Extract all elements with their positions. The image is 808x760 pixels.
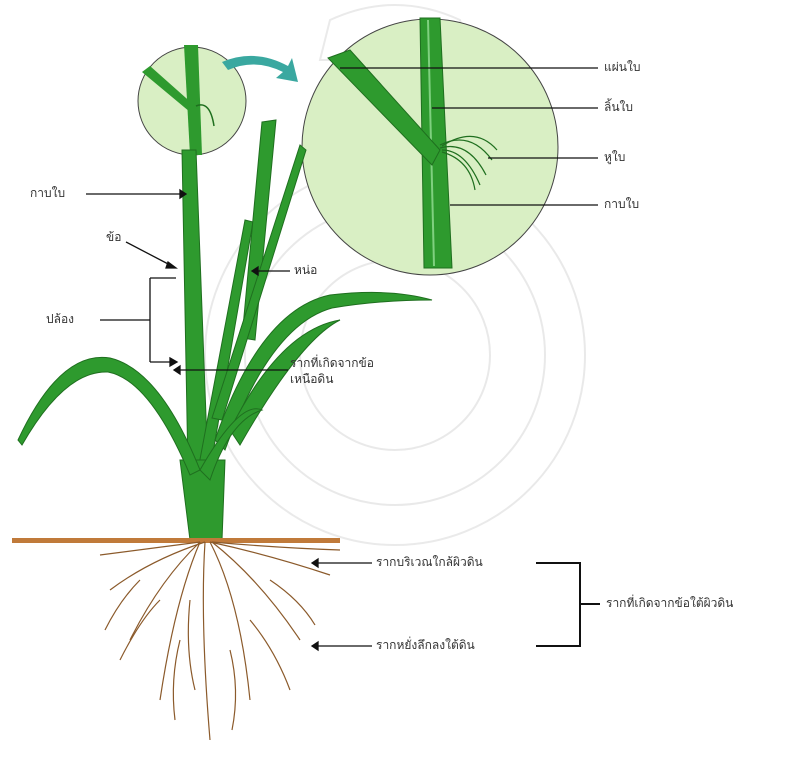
label-node: ข้อ [106, 230, 121, 245]
root-bracket [536, 563, 600, 646]
roots [100, 542, 340, 740]
label-surface-roots: รากบริเวณใกล้ผิวดิน [376, 555, 483, 570]
label-leaf-sheath: กาบใบ [30, 186, 65, 201]
label-internode: ปล้อง [46, 312, 74, 327]
label-tiller: หน่อ [294, 263, 317, 278]
label-deep-roots: รากหยั่งลึกลงใต้ดิน [376, 638, 475, 653]
label-leaf-blade: แผ่นใบ [604, 60, 640, 75]
label-aerial-roots-line2: เหนือดิน [290, 372, 333, 387]
label-ligule: ลิ้นใบ [604, 100, 633, 115]
label-leaf-sheath-zoom: กาบใบ [604, 197, 639, 212]
label-auricle: หูใบ [604, 150, 625, 165]
label-adventitious-roots: รากที่เกิดจากข้อใต้ผิวดิน [606, 596, 733, 611]
ground-line [12, 538, 340, 543]
label-aerial-roots-line1: รากที่เกิดจากข้อ [290, 356, 374, 371]
